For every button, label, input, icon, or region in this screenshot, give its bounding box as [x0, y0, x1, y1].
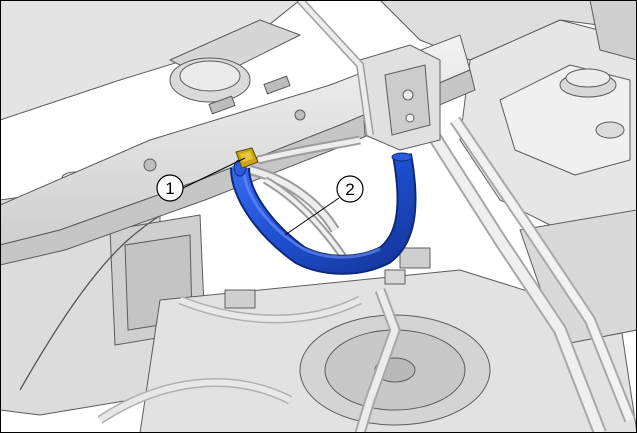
callout-2-circle [336, 175, 364, 203]
callout-2: 2 [284, 175, 364, 236]
callout-1-number: 1 [165, 179, 174, 198]
hood-latch [297, 0, 441, 151]
callout-1-leader [182, 157, 246, 189]
callout-2-number: 2 [345, 180, 354, 199]
coolant-hose [230, 152, 417, 275]
callout-2-leader [284, 197, 340, 236]
callout-1-circle [156, 174, 184, 202]
callout-1: 1 [156, 157, 246, 202]
